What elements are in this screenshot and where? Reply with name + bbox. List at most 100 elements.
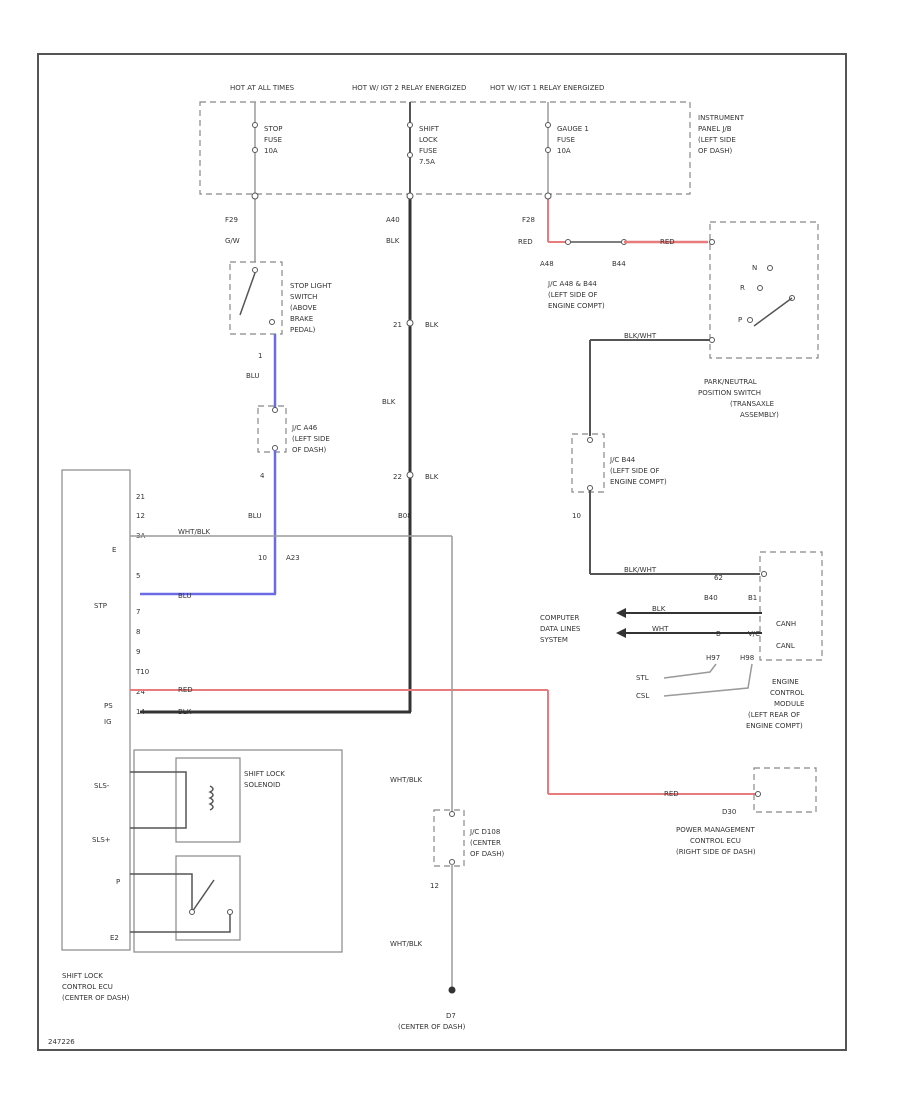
fuse1-label-2: FUSE: [264, 136, 282, 144]
jc-d108-label-2: (CENTER: [470, 839, 501, 847]
pn-label-2: POSITION SWITCH: [698, 389, 761, 397]
pin-1: 1: [258, 352, 262, 360]
pn-label-1: PARK/NEUTRAL: [704, 378, 757, 386]
fuse2-terminal-top: [407, 122, 413, 128]
f28-pin: F28: [522, 216, 535, 224]
shift-lock-ecu-box: [61, 469, 131, 951]
stop-switch-terminal-bottom: [269, 319, 275, 325]
b44-pin: B44: [612, 260, 626, 268]
blk-label-top: BLK: [386, 237, 400, 245]
pin-22: 22: [393, 473, 402, 481]
blu-label-stp: BLU: [178, 592, 191, 600]
ecm-pin-b1: B1: [748, 594, 757, 602]
a40-pin: A40: [386, 216, 400, 224]
computer-label-2: DATA LINES: [540, 625, 581, 633]
jb-label-3: (LEFT SIDE: [698, 136, 736, 144]
ecm-label-2: CONTROL: [770, 689, 804, 697]
stop-light-switch-box: [229, 261, 283, 335]
jc-a46-label-1: J/C A46: [291, 424, 318, 432]
jb-label-4: OF DASH): [698, 147, 733, 155]
pm-ecu-box: [753, 767, 817, 813]
can-wht-arrow: [616, 628, 626, 638]
can-blk-arrow: [616, 608, 626, 618]
fuse-panel-box: [199, 101, 691, 195]
park-switch-contact: [227, 909, 233, 915]
fuse1-label-1: STOP: [264, 125, 282, 133]
f29-pin: F29: [225, 216, 238, 224]
pm-terminal: [755, 791, 761, 797]
ecu-pin-e: E: [112, 546, 116, 554]
ecm-box: [759, 551, 823, 661]
fuse1-terminal-bottom: [252, 147, 258, 153]
stl-pin-1: H97: [706, 654, 720, 662]
park-switch-blade: [191, 879, 215, 913]
stop-light-switch-branch: F29 G/W STOP LIGHT SWITCH (ABOVE BRAKE P…: [140, 192, 332, 596]
pn-switch-box: [709, 221, 819, 359]
jc-b44-label-3: ENGINE COMPT): [610, 478, 667, 486]
ecm-label-4: (LEFT REAR OF: [748, 711, 800, 719]
ground-label-1: D7: [446, 1012, 456, 1020]
red-label-ps: RED: [178, 686, 193, 694]
stl-label: STL: [636, 674, 649, 682]
blk-label-mid: BLK: [425, 321, 439, 329]
solenoid-label-1: SHIFT LOCK: [244, 770, 285, 778]
ecm-label-3: MODULE: [774, 700, 804, 708]
solenoid-coil-icon: [208, 785, 214, 811]
shift-lock-control-ecu: 21 12 3A E 5 STP 7 8 9 T10 PS 24 IG 14 W…: [61, 469, 548, 1002]
blk-label-ig: BLK: [178, 708, 192, 716]
jc-b44-pin: 10: [572, 512, 581, 520]
engine-control-module: CANH CANL B40 B1 B V/C BLK WHT COMPUTER …: [540, 551, 823, 730]
red-label-top: RED: [518, 238, 533, 246]
pn-n-contact: [767, 265, 773, 271]
pin-21: 21: [393, 321, 402, 329]
f29-terminal: [251, 192, 259, 200]
blk-label-between: BLK: [382, 398, 396, 406]
stop-switch-label-5: PEDAL): [290, 326, 316, 334]
solenoid-wire: [130, 771, 187, 829]
ecu-label-1: SHIFT LOCK: [62, 972, 103, 980]
jc-d108-label-1: J/C D108: [469, 828, 500, 836]
ground-branch: WHT/BLK J/C D108 (CENTER OF DASH) 12 WHT…: [390, 536, 505, 1031]
red-label-pm: RED: [664, 790, 679, 798]
fuse2-terminal-bottom: [407, 152, 413, 158]
hot-label-1: HOT AT ALL TIMES: [230, 84, 295, 92]
red-label-right: RED: [660, 238, 675, 246]
ecm-canl: CANL: [776, 642, 795, 650]
stop-switch-label-2: SWITCH: [290, 293, 317, 301]
jc-a46-terminal-top: [272, 407, 278, 413]
stop-switch-label-1: STOP LIGHT: [290, 282, 332, 290]
jc-d108-label-3: OF DASH): [470, 850, 505, 858]
figure-id: 247226: [48, 1038, 75, 1046]
sls-minus-pin: SLS-: [94, 782, 110, 790]
a48-terminal: [565, 239, 571, 245]
stop-switch-terminal-top: [252, 267, 258, 273]
jc-b44-terminal-top: [587, 437, 593, 443]
jc-a48-label-2: (LEFT SIDE OF: [548, 291, 598, 299]
pn-r-label: R: [740, 284, 745, 292]
ecu-pin-9: 9: [136, 648, 140, 656]
ecm-pin-62: 62: [714, 574, 723, 582]
fuse2-label-3: FUSE: [419, 147, 437, 155]
jc-a46-box: [257, 405, 287, 453]
blk-label-low: BLK: [425, 473, 439, 481]
solenoid-label-2: SOLENOID: [244, 781, 280, 789]
jb-label-2: PANEL J/B: [698, 125, 732, 133]
gw-wire-label: G/W: [225, 237, 240, 245]
ecu-pin-ig: IG: [104, 718, 112, 726]
ecm-label-5: ENGINE COMPT): [746, 722, 803, 730]
jb-label-1: INSTRUMENT: [698, 114, 745, 122]
pn-label-4: ASSEMBLY): [740, 411, 779, 419]
fuse3-terminal-bottom: [545, 147, 551, 153]
shift-lock-fuse-branch: A40 BLK 21 BLK BLK 22 BLK B08: [140, 192, 439, 714]
wht-blk-label-lower: WHT/BLK: [390, 940, 423, 948]
jc-a46-label-3: OF DASH): [292, 446, 327, 454]
stop-switch-blade: [239, 272, 256, 316]
ground-point-icon: [448, 986, 456, 994]
fuse3-label-2: FUSE: [557, 136, 575, 144]
computer-label-3: SYSTEM: [540, 636, 568, 644]
fuse3-terminal-top: [545, 122, 551, 128]
jc-a46-label-2: (LEFT SIDE: [292, 435, 330, 443]
fuse1-terminal-top: [252, 122, 258, 128]
ecu-label-2: CONTROL ECU: [62, 983, 113, 991]
